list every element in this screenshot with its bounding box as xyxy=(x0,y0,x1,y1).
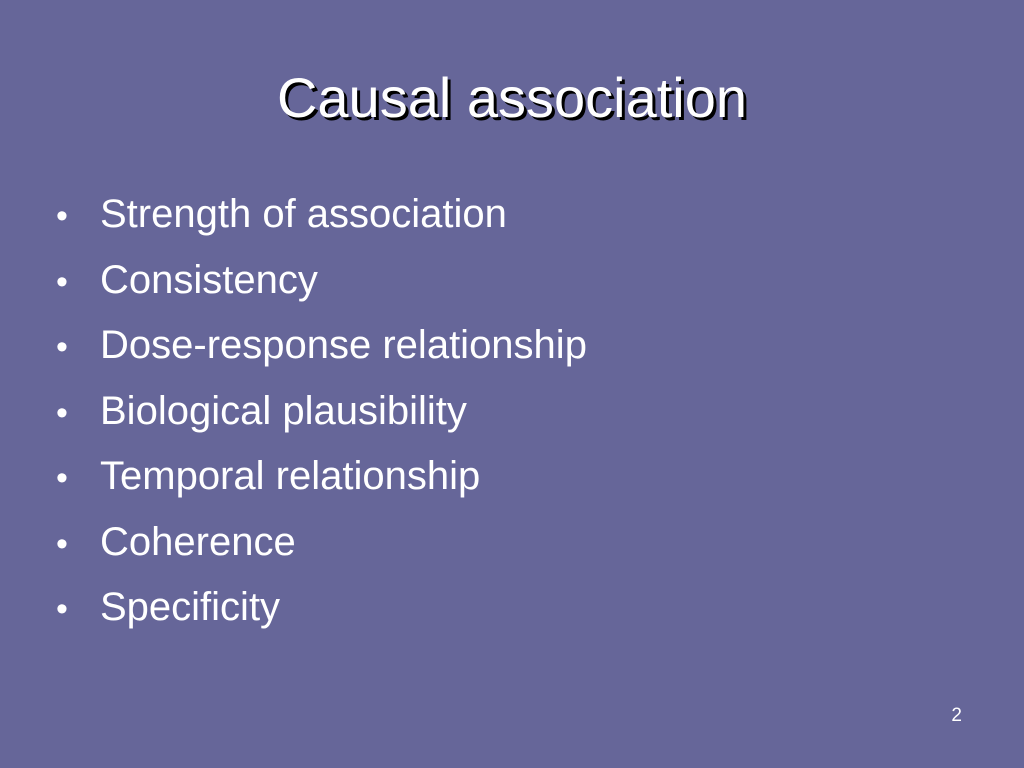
bullet-icon: • xyxy=(56,197,68,235)
bullet-icon: • xyxy=(56,590,68,628)
bullet-icon: • xyxy=(56,328,68,366)
bullet-text: Strength of association xyxy=(100,192,507,236)
bullet-icon: • xyxy=(56,459,68,497)
bullet-item: • Specificity xyxy=(56,575,587,641)
bullet-item: • Biological plausibility xyxy=(56,379,587,445)
bullet-text: Consistency xyxy=(100,257,318,302)
slide-number: 2 xyxy=(951,705,962,726)
bullet-text: Coherence xyxy=(100,519,296,564)
bullet-icon: • xyxy=(56,393,68,432)
bullet-item: • Consistency xyxy=(56,248,587,314)
bullet-text: Dose-response relationship xyxy=(100,323,587,367)
bullet-text: Biological plausibility xyxy=(100,388,467,433)
bullet-item: • Temporal relationship xyxy=(56,444,587,510)
bullet-item: • Coherence xyxy=(56,510,587,576)
bullet-icon: • xyxy=(56,262,68,301)
slide-title: Causal association xyxy=(276,66,748,129)
bullet-text: Temporal relationship xyxy=(100,454,481,498)
bullet-item: • Dose-response relationship xyxy=(56,313,587,379)
bullet-list: • Strength of association • Consistency … xyxy=(56,182,587,641)
bullet-icon: • xyxy=(56,524,68,563)
bullet-text: Specificity xyxy=(100,585,281,629)
bullet-item: • Strength of association xyxy=(56,182,587,248)
